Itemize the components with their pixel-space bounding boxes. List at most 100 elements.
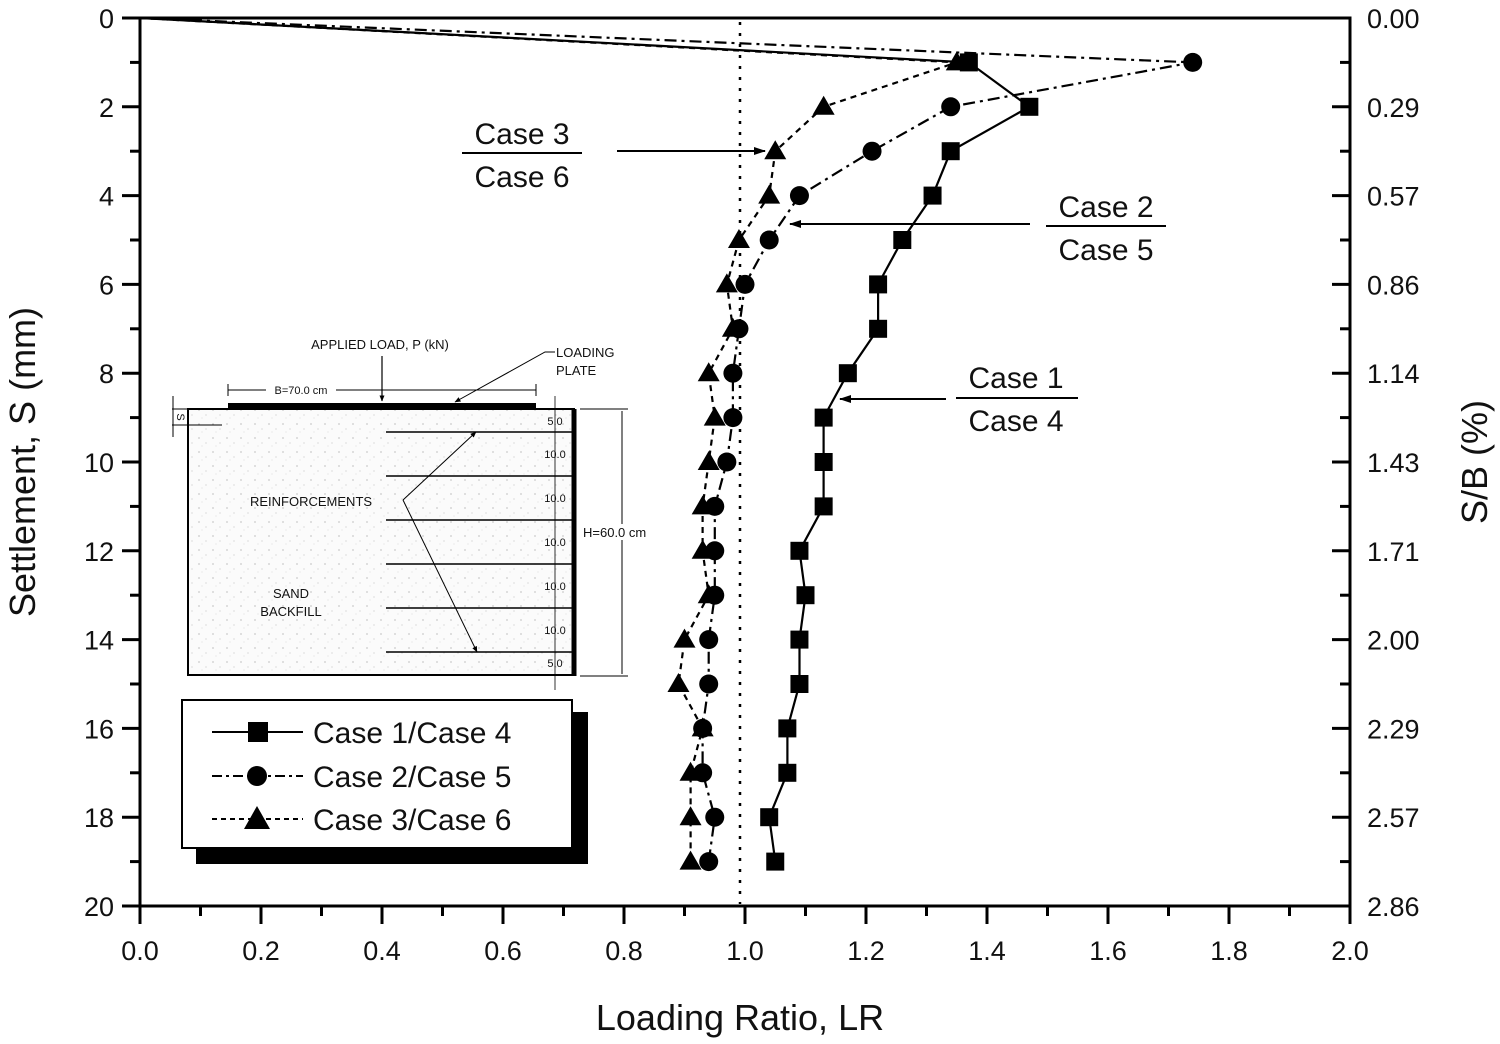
triangle-marker [679,850,702,870]
wall-height-label: H=60.0 cm [583,525,646,540]
layer-spacing-5: 10.0 [544,581,565,593]
layer-spacing-2: 10.0 [544,449,565,461]
right-y-tick-label: 2.86 [1367,892,1420,922]
applied-load-label: APPLIED LOAD, P (kN) [311,337,449,352]
y-tick-label: 20 [84,892,114,922]
legend-item-case-3-6: Case 3/Case 6 [212,804,511,837]
square-marker [814,497,833,516]
square-marker [766,852,785,871]
sand-backfill-label: SAND [273,586,309,601]
triangle-marker [697,362,720,382]
triangle-marker-icon [244,806,270,829]
x-tick-label: 1.0 [726,936,764,966]
svg-text:Case 1/Case 4: Case 1/Case 4 [313,717,511,750]
right-y-tick-label: 1.43 [1367,448,1420,478]
y-tick-label: 16 [84,714,114,744]
x-tick-label: 2.0 [1331,936,1369,966]
circle-marker [699,674,719,694]
right-y-tick-label: 1.71 [1367,537,1420,567]
right-y-tick-label: 2.00 [1367,626,1420,656]
circle-marker [723,408,743,428]
right-y-tick-label: 0.57 [1367,182,1420,212]
triangle-marker [703,406,726,426]
circle-marker-icon [247,766,267,786]
circle-marker [1183,52,1203,72]
triangle-marker [812,95,835,115]
series-square [139,16,1039,871]
legend-item-case-2-5: Case 2/Case 5 [212,761,511,794]
triangle-marker [691,539,714,559]
triangle-marker [673,628,696,648]
circle-marker [717,452,737,472]
layer-spacing-4: 10.0 [544,537,565,549]
square-marker [790,630,809,649]
y-axis-title: Settlement, S (mm) [2,307,43,617]
right-y-tick-label: 2.57 [1367,803,1420,833]
data-series [139,16,1203,872]
triangle-marker [715,273,738,293]
triangle-marker [697,451,720,470]
circle-marker [699,630,719,650]
reinforcements-label: REINFORCEMENTS [250,494,372,509]
square-marker [893,231,912,249]
right-y-tick-label: 0.86 [1367,270,1420,300]
x-tick-label: 0.2 [242,936,280,966]
loading-plate-label: LOADING [556,345,615,360]
square-marker [778,719,797,738]
circle-marker [699,852,719,872]
y-tick-label: 18 [84,803,114,833]
x-tick-label: 1.4 [968,936,1006,966]
x-tick-label: 0.8 [605,936,643,966]
y-tick-label: 10 [84,448,114,478]
square-marker [838,364,857,383]
circle-marker [705,807,725,827]
triangle-marker [764,140,787,160]
square-marker [790,541,809,560]
triangle-marker [697,584,720,604]
y-tick-label: 12 [84,537,114,567]
right-y-tick-label: 0.00 [1367,4,1420,34]
square-marker [814,453,833,471]
square-marker [869,275,888,294]
square-marker [790,675,809,693]
circle-marker [941,97,961,117]
x-tick-label: 0.4 [363,936,401,966]
square-marker [778,763,797,782]
right-y-tick-label: 2.29 [1367,714,1420,744]
y-tick-label: 14 [84,626,114,656]
square-marker [814,408,833,427]
triangle-marker [679,806,702,826]
square-marker-icon [248,722,268,742]
x-tick-label: 1.8 [1210,936,1248,966]
square-marker [923,186,942,205]
triangle-marker [727,229,750,248]
plate-width-label: B=70.0 cm [275,385,328,397]
circle-marker [735,274,755,294]
annotation-case-2: Case 2 [1058,191,1153,224]
loading-plate [228,403,536,410]
right-y-axis-title: S/B (%) [1454,400,1495,524]
triangle-marker [691,717,714,737]
annotation-case-4: Case 4 [968,405,1063,438]
legend-item-case-1-4: Case 1/Case 4 [212,717,511,750]
triangle-marker [945,51,968,71]
square-marker [1020,97,1039,116]
sand-backfill-label-2: BACKFILL [260,604,321,619]
annotation-case-3: Case 3 [474,118,569,151]
x-tick-label: 0.6 [484,936,522,966]
layer-spacing-3: 10.0 [544,493,565,505]
x-axis-title: Loading Ratio, LR [596,997,884,1038]
svg-text:Case 2/Case 5: Case 2/Case 5 [313,761,511,794]
y-tick-label: 4 [99,182,114,212]
annotation-case-6: Case 6 [474,161,569,194]
layer-spacing-1: 5.0 [547,416,562,428]
circle-marker [789,186,809,206]
test-setup-inset-diagram: B=70.0 cm APPLIED LOAD, P (kN) LOADING P… [172,337,660,690]
y-tick-label: 6 [99,270,114,300]
legend: Case 1/Case 4 Case 2/Case 5 Case 3/Case … [181,699,588,864]
square-marker [941,142,960,161]
layer-spacing-7: 5.0 [547,658,562,670]
